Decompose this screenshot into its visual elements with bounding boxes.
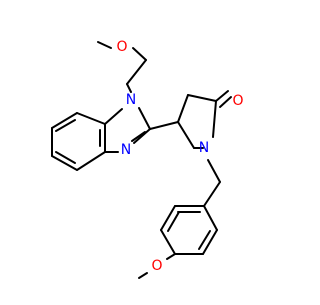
bond-methyl-o1 <box>97 41 112 49</box>
atom-n-pyrrolidinone: N <box>199 140 209 156</box>
atom-o-carbonyl: O <box>232 93 243 109</box>
bond-c4p-c5p <box>177 121 195 149</box>
bond-c4p-c3p <box>177 94 189 123</box>
benzo-ring <box>51 112 106 171</box>
bond-ch2-ch2 <box>126 59 147 85</box>
atom-n-benzimidazole-3: N <box>121 142 131 158</box>
bond-c7a-c7 <box>76 112 106 125</box>
bond-c2p-n <box>212 100 217 138</box>
bond-c7-c6-double <box>55 119 76 132</box>
bond-c2p-o-double <box>219 96 232 108</box>
bond-c5-c4-double <box>55 151 76 164</box>
molecule-diagram: O N N O N O <box>51 39 244 279</box>
bond-c2-n3 <box>133 128 151 144</box>
bond-c7-c6 <box>51 112 78 129</box>
bond-n1-c7a <box>104 108 123 125</box>
bond-ar5-ar6-double <box>167 211 180 232</box>
bond-ar5-ar6 <box>160 205 176 231</box>
bond-c4-c3a <box>76 151 106 171</box>
bond-ar2-ar3-double <box>198 230 211 250</box>
pyrrolidinone-ring <box>149 90 232 149</box>
bond-c2-n3-double <box>131 131 146 142</box>
bond-ar4-o <box>166 253 176 260</box>
bond-n1-c2 <box>138 107 151 130</box>
bond-ar2-ar3 <box>202 229 218 255</box>
atom-n-benzimidazole-1: N <box>126 92 136 108</box>
bond-ar1-ar2 <box>203 205 218 231</box>
bond-o-methyl <box>138 272 148 279</box>
bond-c3p-c2p <box>187 94 217 102</box>
bond-c2p-o <box>215 90 229 102</box>
bond-ar4-ar5 <box>160 229 176 255</box>
atom-o-methoxyethyl: O <box>116 39 127 55</box>
atom-o-methoxyphenyl: O <box>151 258 162 274</box>
bond-ch2-n1 <box>126 83 132 93</box>
bond-c5-c4 <box>51 155 78 171</box>
bond-c2-c4p <box>149 121 179 130</box>
bond-o1-ch2 <box>132 47 147 61</box>
bond-n-ch2 <box>207 159 221 183</box>
bond-ch2-ar <box>203 181 221 207</box>
imidazole-ring <box>104 107 151 153</box>
structure-svg: O N N O N O <box>51 39 244 279</box>
methoxyethyl-chain <box>97 41 147 93</box>
methoxyphenyl-group <box>138 159 221 279</box>
